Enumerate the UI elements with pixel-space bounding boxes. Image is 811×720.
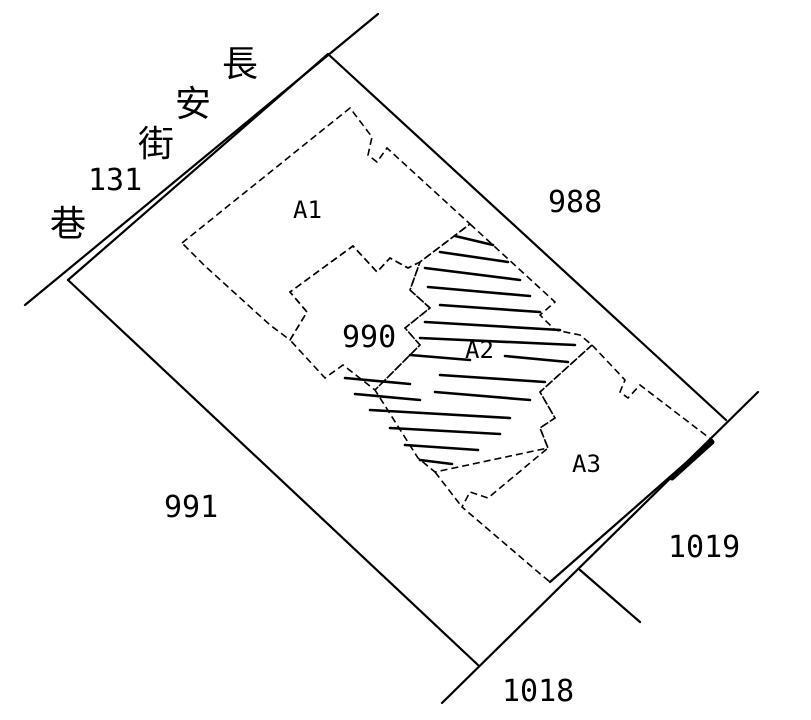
hatch-line — [368, 408, 512, 420]
hatch-line — [423, 266, 522, 282]
parcel-boundaries — [23, 12, 760, 705]
hatch-line — [438, 303, 542, 314]
hatch-line — [503, 354, 570, 364]
boundary-988-east — [326, 52, 728, 422]
hatch-line — [353, 392, 422, 402]
road-edge-lower — [66, 52, 330, 282]
boundary-south-road — [440, 390, 760, 705]
parcel-988-label: 988 — [548, 185, 602, 220]
parcel-991-label: 991 — [164, 490, 218, 525]
hatch-line — [426, 285, 532, 298]
area-a1-label: A1 — [293, 196, 322, 224]
parcel-1019-label: 1019 — [668, 530, 740, 565]
hatch-line — [418, 336, 577, 347]
hatch-line — [438, 373, 547, 384]
parcel-labels: 988 990 991 1019 1018 — [164, 185, 740, 709]
hatch-line — [433, 390, 532, 402]
road-name-labels: 長 安 街 131 巷 — [50, 44, 258, 245]
building-a3-outline — [460, 344, 714, 584]
road-char-4: 巷 — [50, 204, 86, 245]
boundary-991-west — [66, 278, 480, 667]
hatch-line — [388, 426, 502, 436]
building-990-outline — [288, 244, 432, 392]
hatch-line — [453, 234, 495, 247]
hatch-line — [343, 376, 412, 386]
hatch-line — [418, 458, 454, 466]
hatch-line — [423, 320, 562, 332]
hatch-line — [408, 353, 472, 362]
area-labels: A1 A2 A3 — [293, 196, 601, 478]
hatch-line — [438, 250, 510, 264]
area-a2-label: A2 — [465, 336, 494, 364]
area-a3-label: A3 — [572, 450, 601, 478]
a2-hatching — [343, 234, 577, 466]
a3-inner-divider — [434, 471, 463, 508]
road-char-2: 安 — [175, 84, 211, 125]
parcel-990-label: 990 — [342, 320, 396, 355]
boundary-1018-1019 — [578, 568, 642, 624]
boundary-bold-strip — [669, 439, 715, 481]
hatch-line — [403, 443, 480, 452]
parcel-1018-label: 1018 — [502, 674, 574, 709]
road-char-1: 長 — [222, 44, 258, 85]
road-lane-number: 131 — [88, 163, 142, 198]
road-char-3: 街 — [138, 124, 174, 165]
